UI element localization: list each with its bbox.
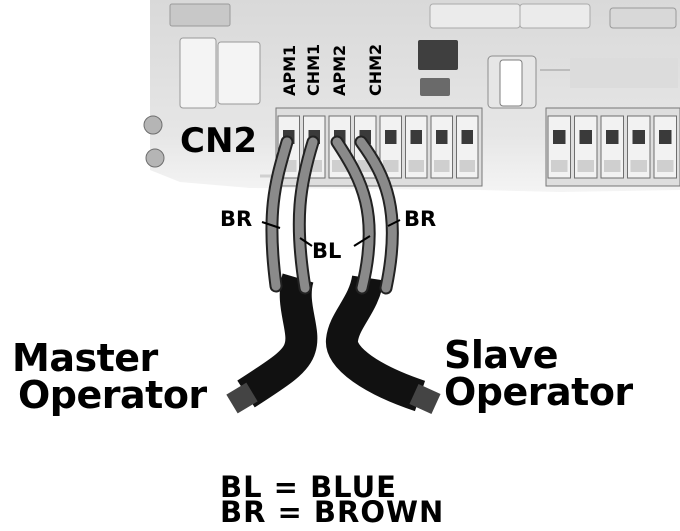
slave-cable-tail [409, 383, 441, 415]
terminal-screw-hole [606, 130, 619, 144]
terminal-base [434, 160, 450, 172]
wire-label-br-left: BR [220, 207, 253, 231]
top-chip [609, 7, 677, 29]
pcb-silkscreen [570, 58, 678, 88]
master-operator-label-line2: Operator [18, 373, 207, 417]
mounting-screw [145, 148, 165, 168]
blue-wire-left [294, 137, 318, 293]
terminal-base [577, 160, 594, 172]
label-leader-left [261, 221, 281, 229]
label-leader-right [387, 219, 401, 227]
wire-label-br-right: BR [404, 207, 437, 231]
terminal-screw-hole [385, 130, 397, 144]
terminal-screw-hole [359, 130, 371, 144]
terminal-base [604, 160, 621, 172]
top-chip [429, 3, 521, 29]
small-component [420, 78, 450, 96]
legend-line-brown: BR = BROWN [220, 495, 445, 529]
legend-line-blue: BL = BLUE [220, 470, 397, 504]
relay-component [217, 41, 261, 105]
master-operator-label-line1: Master [12, 336, 158, 380]
terminal-screw-hole [461, 130, 473, 144]
terminal-base [408, 160, 424, 172]
terminal-base [630, 160, 647, 172]
relay-component [179, 37, 217, 109]
terminal-screw-hole [410, 130, 422, 144]
terminal-screw-hole [632, 130, 645, 144]
pin-label-apm2: APM2 [330, 44, 349, 96]
mounting-screw [143, 115, 163, 135]
slave-operator-label-line2: Operator [444, 370, 633, 414]
label-leader-bl-right [353, 235, 371, 247]
master-cable-tail [226, 382, 258, 414]
slave-cable [326, 274, 426, 412]
pin-label-chm2: CHM2 [366, 43, 385, 96]
fuse [499, 59, 523, 107]
right-terminals [547, 115, 677, 179]
label-leader-bl-left [299, 237, 313, 247]
terminal-screw-hole [659, 130, 672, 144]
slave-operator-label-line1: Slave [444, 333, 559, 377]
pin-label-chm1: CHM1 [304, 43, 323, 96]
terminal-screw-hole [436, 130, 448, 144]
top-chip [519, 3, 591, 29]
small-component [418, 40, 458, 70]
terminal-base [551, 160, 568, 172]
blue-wire-right [332, 137, 374, 293]
terminal-base [459, 160, 475, 172]
terminal-base [383, 160, 399, 172]
wire-label-bl: BL [312, 239, 342, 263]
terminal-base [657, 160, 674, 172]
connector-label: CN2 [180, 121, 258, 161]
top-chip [169, 3, 231, 27]
brown-wire-left [267, 137, 292, 291]
terminal-screw-hole [579, 130, 592, 144]
pin-label-apm1: APM1 [280, 44, 299, 96]
master-cable [237, 273, 318, 408]
terminal-screw-hole [553, 130, 566, 144]
brown-wire-right [356, 137, 397, 293]
